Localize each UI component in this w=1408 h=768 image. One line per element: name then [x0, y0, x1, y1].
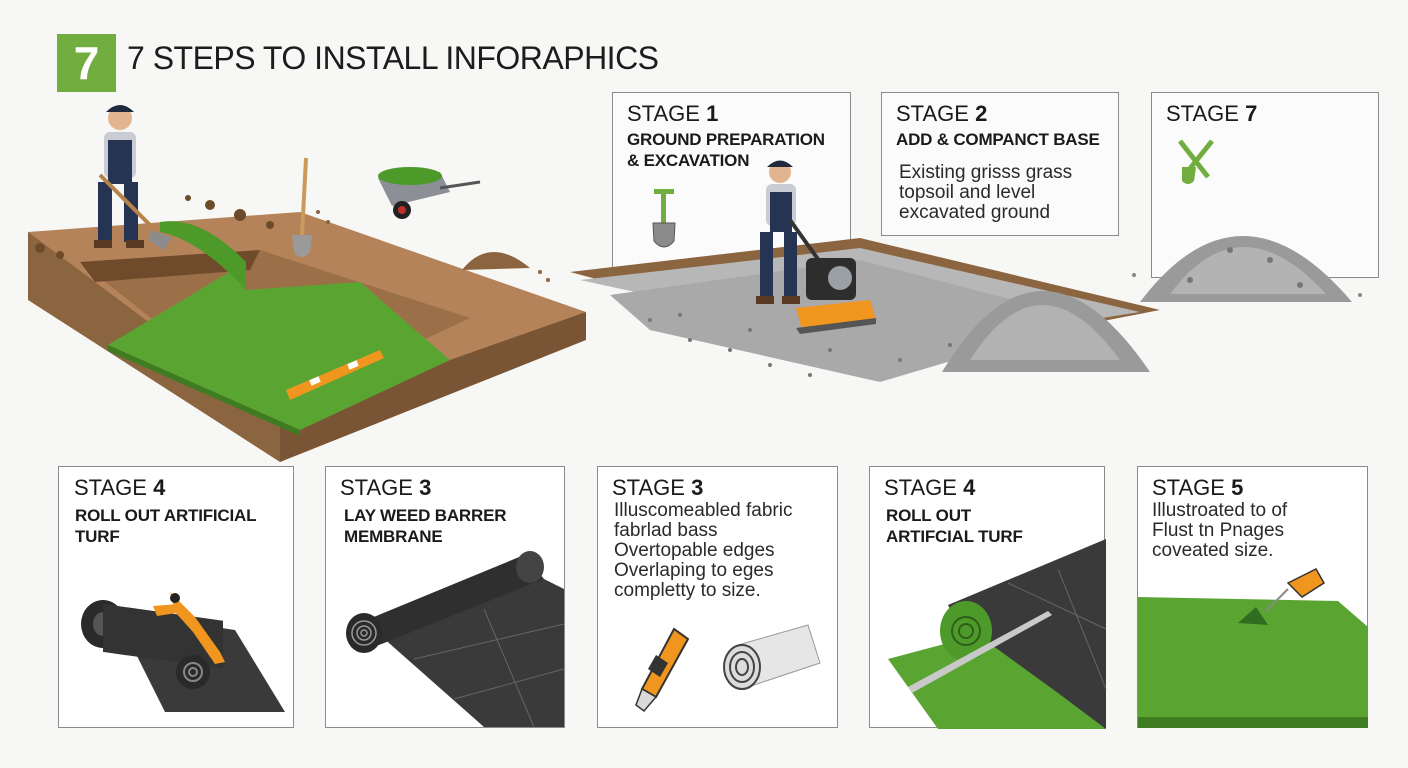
stage-card-artificial-turf: STAGE 4 ROLL OUT ARTIFCIAL TURF	[869, 466, 1107, 729]
stage-title: ADD & COMPANCT BASE	[896, 130, 1100, 149]
stage-title: ROLL OUT ARTIFCIAL TURF	[886, 506, 1023, 546]
turf-roll-icon	[723, 624, 821, 690]
membrane-roll-icon	[346, 551, 565, 728]
stage-label: STAGE 5	[1152, 475, 1244, 500]
plate-compactor	[796, 258, 876, 334]
utility-knife-icon	[635, 627, 690, 713]
worker-digging	[94, 105, 172, 250]
orange-tool	[153, 592, 225, 664]
stage-label: STAGE 3	[340, 475, 432, 500]
roller-tool-icon	[81, 592, 285, 712]
stage-card-fabric: STAGE 3 Illuscomeabled fabric fabrlad ba…	[597, 466, 838, 728]
stage-title: GROUND PREPARATION & EXCAVATION	[627, 130, 825, 170]
turf-cutter-icon	[1138, 568, 1368, 728]
stage-label: STAGE 4	[74, 475, 166, 500]
stage-card-compact-base: STAGE 2 ADD & COMPANCT BASE Existing gri…	[881, 92, 1119, 236]
stage-label: STAGE 3	[612, 475, 704, 500]
stage-description: Illuscomeabled fabric fabrlad bass Overt…	[614, 500, 793, 601]
stage-card-stage-5: STAGE 5 Illustroated to of Flust tn Pnag…	[1137, 466, 1368, 728]
shovel-upright	[292, 157, 312, 257]
wheelbarrow	[378, 167, 481, 219]
shovel-icon	[652, 189, 676, 248]
stage-card-roll-out-turf: STAGE 4 ROLL OUT ARTIFICIAL TURF	[58, 466, 294, 728]
excavation-site-illustration	[28, 105, 586, 462]
step-count-badge: 7	[57, 34, 116, 92]
stage-label: STAGE 4	[884, 475, 976, 500]
stage-label: STAGE 2	[896, 101, 988, 126]
page-title: 7 STEPS TO INSTALL INFORAPHICS	[127, 40, 659, 76]
stage-title: ROLL OUT ARTIFICIAL TURF	[75, 506, 256, 546]
turf-roll-icon	[888, 539, 1107, 729]
stage-label: STAGE 1	[627, 101, 719, 126]
base-compaction-illustration	[570, 160, 1160, 382]
worker-compacting	[756, 160, 822, 304]
stage-description: Existing grisss grass topsoil and level …	[899, 162, 1073, 223]
stage-title: LAY WEED BARRER MEMBRANE	[344, 506, 507, 546]
crossed-tools-icon	[1178, 139, 1214, 184]
gravel-pile-illustration	[1132, 236, 1362, 302]
spirit-level	[286, 350, 384, 400]
stage-description: Illustroated to of Flust tn Pnages covea…	[1152, 500, 1288, 561]
stage-label: STAGE 7	[1166, 101, 1258, 126]
stage-card-weed-barrier: STAGE 3 LAY WEED BARRER MEMBRANE	[325, 466, 565, 728]
